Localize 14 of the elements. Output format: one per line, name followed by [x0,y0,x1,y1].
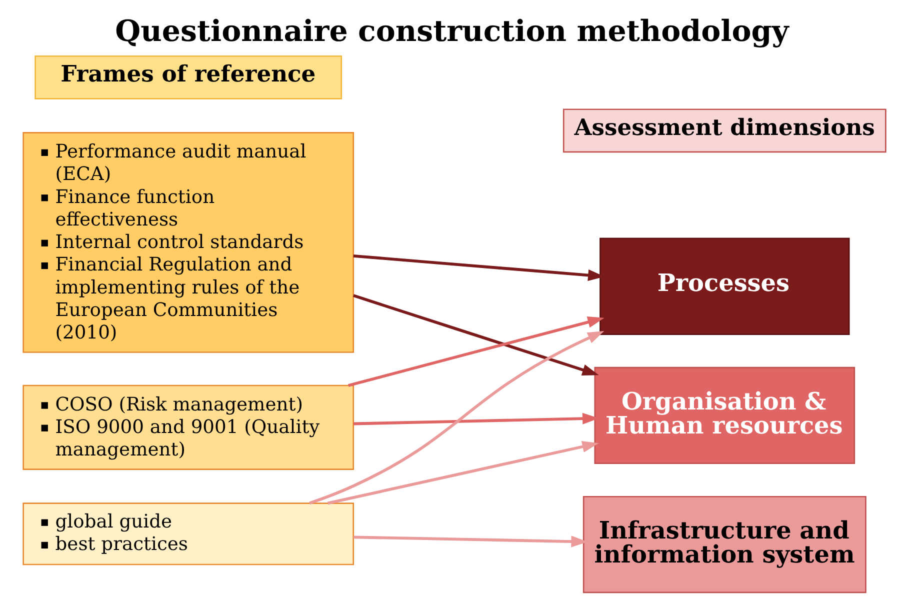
node-box: Infrastructure and information system [582,496,866,594]
diagram-title: Questionnaire construction methodology [114,14,788,48]
arrow [352,536,588,548]
node-box: Frames of reference [34,55,342,100]
node-box: COSO (Risk management) ISO 9000 and 9001 (Quality management) [22,384,354,470]
node-box: Organisation & Human resources [594,366,855,464]
node-box: Performance audit manual (ECA) Finance function effectiveness Internal control standards Financial Regulation and implementing rules of the European Communities (2010) [22,132,354,353]
arrow [352,294,598,376]
arrow [326,441,598,505]
node-box: Processes [599,238,850,335]
node-box: Assessment dimensions [562,108,886,153]
node-box: global guide best practices [22,502,354,566]
arrow [308,331,604,505]
arrow [347,316,604,387]
